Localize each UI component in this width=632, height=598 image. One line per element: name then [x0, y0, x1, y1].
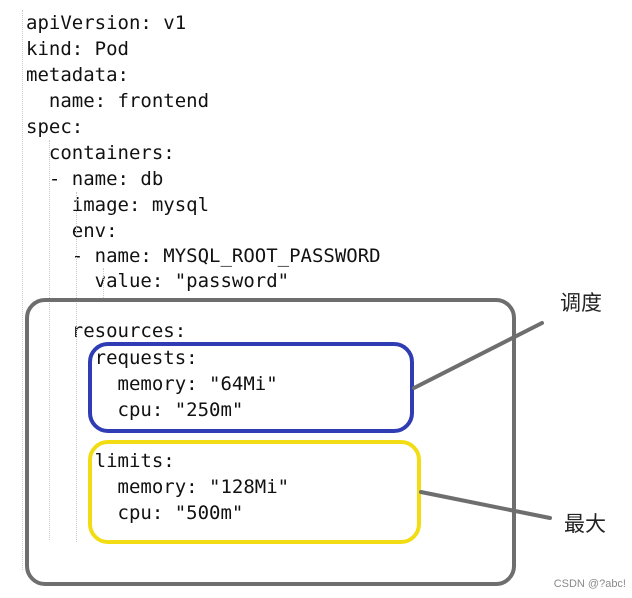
indent-guide-container: [76, 192, 77, 542]
limits-callout-label: 最大: [564, 512, 606, 536]
code-line-7: - name: db: [26, 168, 164, 190]
code-line-16: cpu: "250m": [26, 399, 244, 421]
code-line-3: metadata:: [26, 64, 129, 86]
code-line-9: env:: [26, 220, 118, 242]
code-line-13: resources:: [26, 320, 187, 342]
indent-guide-spec: [49, 140, 50, 540]
code-line-18: limits:: [26, 450, 175, 472]
code-line-6: containers:: [26, 142, 175, 164]
code-line-11: value: "password": [26, 270, 290, 292]
requests-highlight-box: [88, 342, 414, 433]
indent-guide-root: [22, 10, 23, 570]
code-line-20: cpu: "500m": [26, 502, 244, 524]
code-line-4: name: frontend: [26, 90, 210, 112]
csdn-watermark: CSDN @?abc!: [553, 578, 626, 590]
code-line-14: requests:: [26, 347, 198, 369]
code-line-15: memory: "64Mi": [26, 373, 278, 395]
limits-connector-line: [419, 490, 552, 520]
requests-callout-label: 调度: [560, 291, 602, 315]
code-line-1: apiVersion: v1: [26, 12, 187, 34]
code-line-5: spec:: [26, 116, 84, 138]
code-line-8: image: mysql: [26, 194, 210, 216]
code-line-2: kind: Pod: [26, 38, 129, 60]
resources-highlight-box: [25, 298, 516, 586]
requests-connector-line: [412, 321, 544, 390]
code-line-10: - name: MYSQL_ROOT_PASSWORD: [26, 245, 381, 267]
indent-guide-env: [103, 268, 104, 298]
code-line-19: memory: "128Mi": [26, 476, 290, 498]
